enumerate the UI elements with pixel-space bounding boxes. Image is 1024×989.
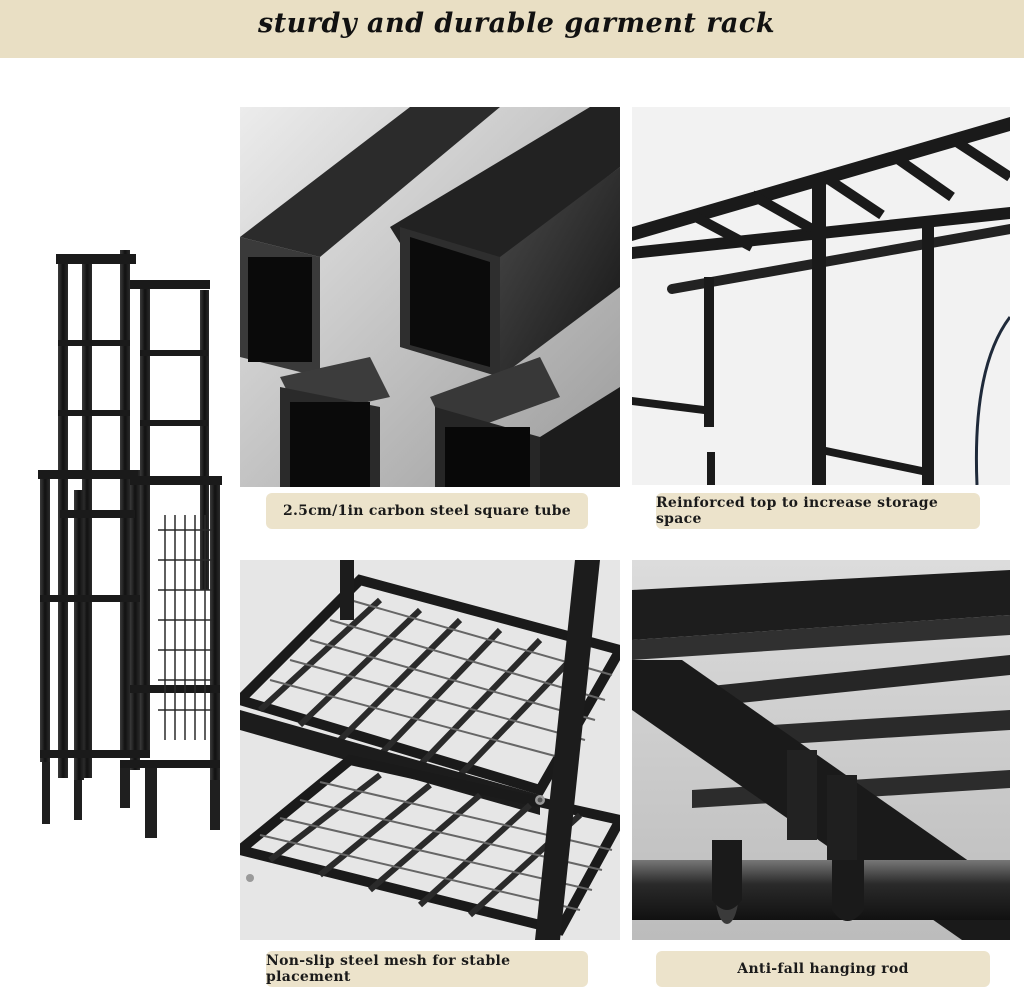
caption-hanging-rod: Anti-fall hanging rod	[656, 951, 990, 987]
caption-reinforced-top: Reinforced top to increase storage space	[656, 493, 980, 529]
hanging-rod-image	[632, 560, 1010, 940]
folded-rack-image	[30, 240, 240, 840]
caption-steel-mesh: Non-slip steel mesh for stable placement	[266, 951, 588, 987]
caption-square-tube: 2.5cm/1in carbon steel square tube	[266, 493, 588, 529]
steel-mesh-image	[240, 560, 620, 940]
reinforced-top-image	[632, 107, 1010, 485]
square-tube-image	[240, 107, 620, 487]
header-banner: sturdy and durable garment rack	[0, 0, 1024, 58]
page-title: sturdy and durable garment rack	[258, 8, 776, 39]
